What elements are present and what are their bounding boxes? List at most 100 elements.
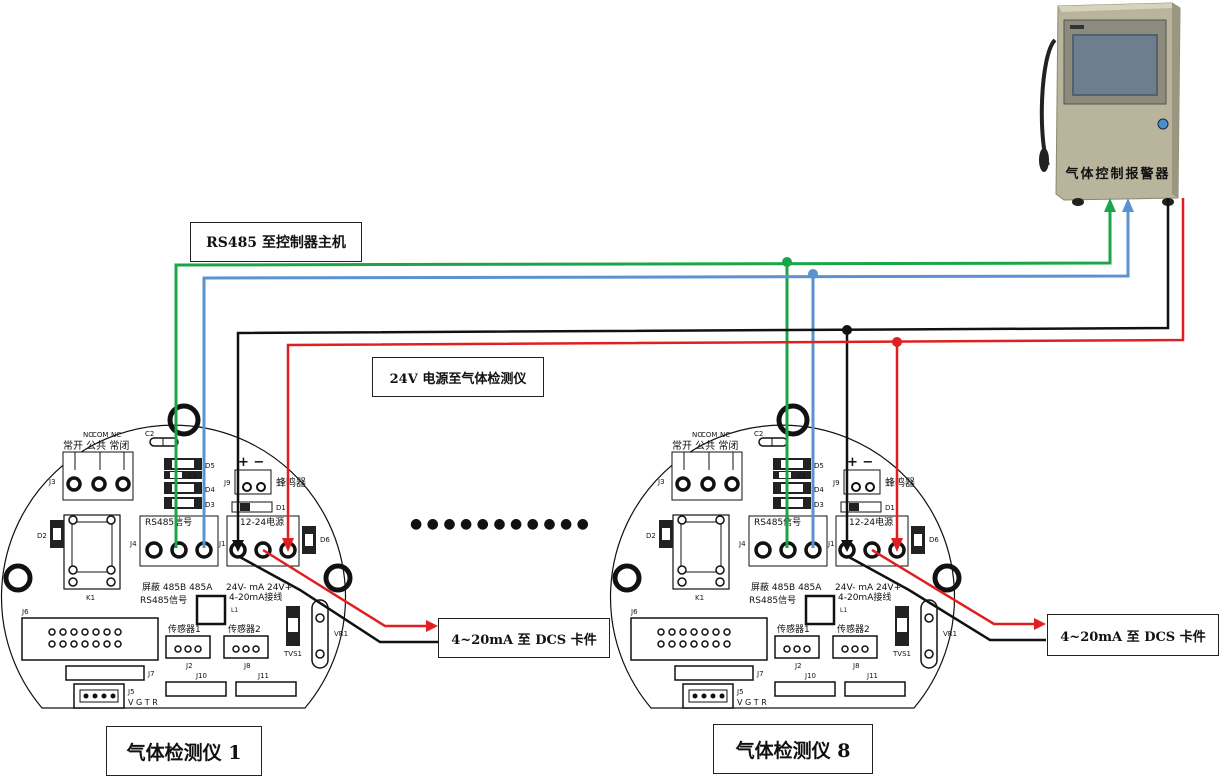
svg-text:K1: K1 (86, 594, 95, 602)
relay-terminal: NO COM NC 常开 公共 常闭 J3 (657, 431, 743, 501)
capacitor-c2: C2 (145, 430, 179, 447)
svg-text:NC: NC (720, 431, 730, 439)
diode-d2: D2 (646, 520, 673, 548)
detector-board-8: NO COM NC 常开 公共 常闭 J3 K1 (609, 403, 962, 709)
wire-dcs-1 (237, 548, 438, 644)
svg-text:D6: D6 (320, 536, 330, 544)
svg-text:常开 公共 常闭: 常开 公共 常闭 (672, 439, 738, 452)
svg-text:J10: J10 (195, 672, 207, 680)
sensor-ports: 传感器1 J2 传感器2 J8 (165, 623, 269, 670)
power-terminal: 12-24电源 24V- mA 24V+ D6 (226, 515, 330, 593)
svg-text:传感器2: 传感器2 (837, 623, 870, 635)
relay-terminal: NO COM NC 常开 公共 常闭 J3 (48, 431, 134, 501)
svg-text:J8: J8 (852, 662, 860, 670)
svg-text:L1: L1 (840, 607, 847, 614)
wire-rs485-blue (202, 198, 1134, 548)
svg-text:J5: J5 (736, 688, 744, 696)
connectors-bottom: J7 J5 V G T R J10 J11 (674, 665, 906, 709)
svg-text:RS485信号: RS485信号 (145, 516, 192, 528)
power-terminal: 12-24电源 24V- mA 24V+ D6 (835, 515, 939, 593)
svg-text:J6: J6 (21, 608, 29, 616)
svg-text:J1: J1 (827, 540, 835, 548)
svg-text:D3: D3 (205, 501, 215, 509)
svg-text:J9: J9 (223, 479, 231, 487)
svg-text:4-20mA接线: 4-20mA接线 (838, 591, 891, 603)
svg-text:D6: D6 (929, 536, 939, 544)
relay-k1: K1 (672, 514, 730, 602)
svg-text:J1: J1 (218, 540, 226, 548)
svg-text:传感器1: 传感器1 (777, 623, 810, 635)
svg-text:NO: NO (692, 431, 703, 439)
svg-text:D1: D1 (276, 504, 286, 512)
svg-text:D4: D4 (814, 486, 824, 494)
svg-text:NO: NO (83, 431, 94, 439)
dcs-callout-8: 4~20mA 至 DCS 卡件 (1047, 614, 1219, 656)
svg-text:V G T R: V G T R (737, 698, 767, 707)
header-j6: J6 (630, 608, 768, 661)
svg-text:J11: J11 (257, 672, 269, 680)
power-callout: 24V 电源至气体检测仪 (372, 357, 544, 397)
svg-text:J3: J3 (48, 478, 56, 486)
svg-text:J8: J8 (243, 662, 251, 670)
svg-text:D5: D5 (205, 462, 215, 470)
svg-text:D2: D2 (37, 532, 47, 540)
svg-text:J7: J7 (147, 670, 155, 678)
svg-text:+ −: + − (238, 455, 264, 470)
svg-text:J2: J2 (185, 662, 193, 670)
svg-text:RS485信号: RS485信号 (754, 516, 801, 528)
controller-enclosure: 气体控制报警器 (1039, 2, 1181, 206)
svg-text:VR1: VR1 (334, 630, 348, 638)
svg-text:蜂鸣器: 蜂鸣器 (276, 476, 306, 489)
buzzer: + − J9 蜂鸣器 D1 (223, 455, 306, 513)
svg-text:J2: J2 (794, 662, 802, 670)
detector-title-1: 气体检测仪 1 (106, 726, 262, 776)
svg-text:COM: COM (92, 431, 108, 439)
wire-rs485-green (174, 198, 1116, 548)
detector-title-8: 气体检测仪 8 (713, 724, 873, 774)
svg-text:J5: J5 (127, 688, 135, 696)
svg-text:D1: D1 (885, 504, 895, 512)
ellipsis-dots: ● ● ● ● ● ● ● ● ● ● ● (410, 516, 589, 532)
svg-text:+ −: + − (847, 455, 873, 470)
svg-text:J4: J4 (738, 540, 746, 548)
svg-text:NC: NC (111, 431, 121, 439)
svg-text:传感器2: 传感器2 (228, 623, 261, 635)
svg-text:C2: C2 (145, 430, 154, 438)
svg-text:J9: J9 (832, 479, 840, 487)
svg-text:屏蔽 485B 485A: 屏蔽 485B 485A (751, 581, 822, 593)
svg-text:COM: COM (701, 431, 717, 439)
svg-text:TVS1: TVS1 (892, 650, 911, 658)
svg-text:24V- mA 24V+: 24V- mA 24V+ (835, 583, 901, 593)
buzzer: + − J9 蜂鸣器 D1 (832, 455, 915, 513)
diode-array: D5 C1 D4 D3 (164, 458, 215, 509)
svg-text:屏蔽 485B 485A: 屏蔽 485B 485A (142, 581, 213, 593)
wiring-block: 4-20mA接线 L1 TVS1 (804, 591, 911, 658)
svg-text:J4: J4 (129, 540, 137, 548)
svg-text:J3: J3 (657, 478, 665, 486)
dcs-callout-1: 4~20mA 至 DCS 卡件 (438, 618, 610, 658)
svg-text:4-20mA接线: 4-20mA接线 (229, 591, 282, 603)
wire-power-negative (232, 198, 1170, 552)
svg-text:D3: D3 (814, 501, 824, 509)
svg-text:V G T R: V G T R (128, 698, 158, 707)
svg-text:D4: D4 (205, 486, 215, 494)
svg-text:12-24电源: 12-24电源 (240, 516, 284, 528)
diode-array: D5 C1 D4 D3 (773, 458, 824, 509)
relay-k1: K1 (63, 514, 121, 602)
sensor-ports: 传感器1 J2 传感器2 J8 (774, 623, 878, 670)
svg-text:C1: C1 (188, 472, 197, 480)
controller-label: 气体控制报警器 (1065, 166, 1170, 182)
svg-text:C1: C1 (797, 472, 806, 480)
wire-dcs-8 (846, 548, 1046, 642)
svg-text:D5: D5 (814, 462, 824, 470)
svg-text:J10: J10 (804, 672, 816, 680)
svg-text:蜂鸣器: 蜂鸣器 (885, 476, 915, 489)
svg-text:RS485信号: RS485信号 (749, 594, 796, 606)
wiring-block: 4-20mA接线 L1 TVS1 (195, 591, 302, 658)
svg-text:J6: J6 (630, 608, 638, 616)
svg-text:12-24电源: 12-24电源 (849, 516, 893, 528)
potentiometer-vr1: VR1 (311, 599, 348, 669)
detector-board-1: NO COM NC 常开 公共 常闭 J3 K1 (0, 403, 353, 709)
svg-text:D2: D2 (646, 532, 656, 540)
